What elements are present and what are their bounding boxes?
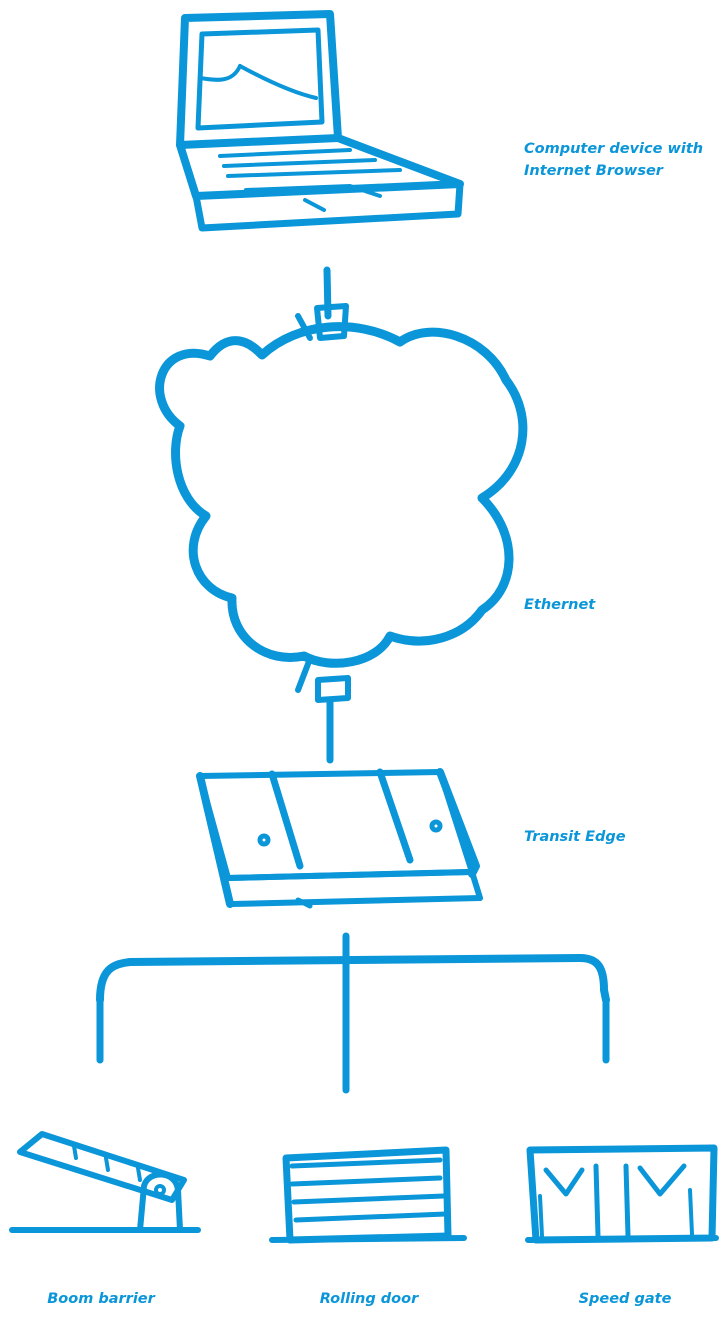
speed-gate-label: Speed gate	[540, 1288, 710, 1310]
transit-edge-label: Transit Edge	[524, 826, 626, 848]
rolling-door-label: Rolling door	[284, 1288, 454, 1310]
computer-label: Computer device with Internet Browser	[524, 138, 703, 182]
cable-middle	[298, 664, 348, 760]
boom-barrier-label: Boom barrier	[16, 1288, 186, 1310]
computer-label-line1: Computer device with	[524, 138, 703, 160]
transit-edge-box-icon	[200, 772, 480, 906]
ethernet-label: Ethernet	[524, 594, 595, 616]
connector-tree	[100, 936, 606, 1090]
cloud-icon	[160, 327, 523, 664]
computer-label-line2: Internet Browser	[524, 160, 703, 182]
rolling-door-icon	[272, 1150, 464, 1240]
laptop-icon	[180, 14, 460, 228]
boom-barrier-icon	[12, 1134, 198, 1230]
speed-gate-icon	[528, 1148, 716, 1240]
